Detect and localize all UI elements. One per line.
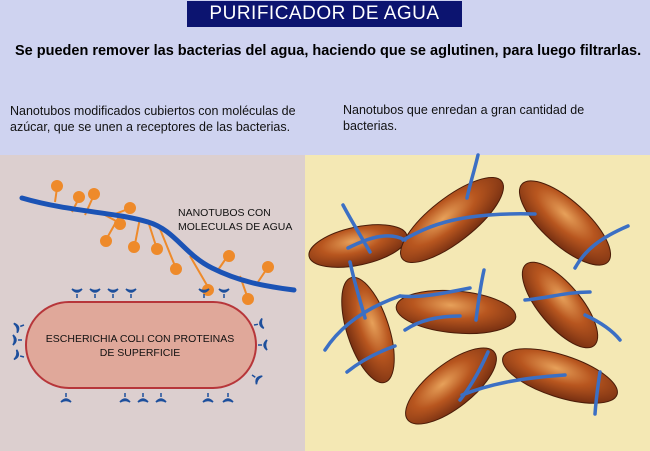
right-caption: Nanotubos que enredan a gran cantidad de…: [343, 103, 585, 133]
left-caption: Nanotubos modificados cubiertos con molé…: [10, 104, 296, 134]
bacterium: [521, 261, 599, 349]
nanotube-strands: [323, 153, 630, 416]
nanotube-label: NANOTUBOS CON MOLECULAS DE AGUA: [178, 207, 293, 233]
bacterium: [308, 224, 408, 268]
bacterium: [405, 347, 497, 425]
bacterium: [341, 276, 395, 384]
bacterium: [395, 289, 517, 335]
bacteria-cluster: [308, 153, 630, 425]
nanotube-chain: [19, 195, 297, 293]
sugar-molecules: [51, 180, 274, 305]
surface-receptors: [12, 288, 268, 403]
page-title: PURIFICADOR DE AGUA: [187, 1, 462, 27]
e-coli-bacterium: [25, 301, 257, 389]
bacterium: [518, 180, 612, 266]
headline: Se pueden remover las bacterias del agua…: [15, 43, 642, 59]
nanotube-diagram: [12, 180, 297, 403]
bacterium-label: ESCHERICHIA COLI CON PROTEINAS DE SUPERF…: [45, 333, 235, 359]
